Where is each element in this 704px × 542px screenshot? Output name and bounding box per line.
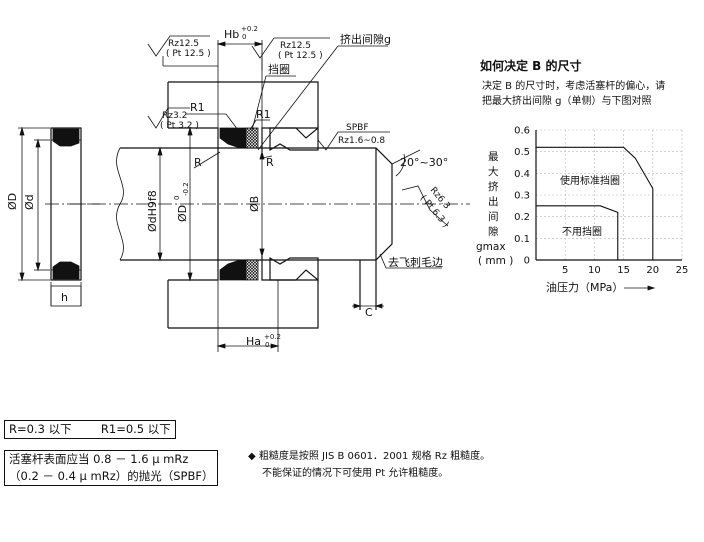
surface-line-1: 活塞杆表面应当 0.8 － 1.6 μ mRz [9,452,189,466]
roughness-symbol-spbf [317,131,390,151]
wiper-top [269,126,319,152]
ylabel-unit-1: gmax [476,241,506,253]
ylabel-char-2: 挤 [488,180,499,193]
r1-a: R1 [190,101,205,114]
d-tol-label: ØD [176,205,189,222]
chart-xlabel: 油压力（MPa） [546,280,623,294]
chart-series [536,146,654,260]
tolerance-box: R=0.3 以下 R1=0.5 以下 [4,420,176,439]
x-tick-label-0: 5 [562,265,568,276]
ylabel-char-5: 隙 [488,225,499,238]
roughness-symbol-b [251,37,330,59]
pt125-b: ( Pt 12.5 ) [278,51,323,61]
extrusion-chart: 如何决定 B 的尺寸 决定 B 的尺寸时，考虑活塞杆的偏心，请 把最大挤出间隙 … [476,58,688,294]
x-tick-label-1: 10 [588,265,601,276]
x-tick-label-3: 20 [646,265,659,276]
annot-none: 不用挡圈 [562,225,602,238]
ha-tol-up: +0.2 [264,333,281,341]
x-tick-label-2: 15 [617,265,630,276]
chart-axes [535,130,682,261]
installation-drawing: ØdH9f8 ØD 0 -0.2 ØB Hb +0.2 0 Ha +0.2 0 … [70,25,470,352]
annot-standard: 使用标准挡圈 [560,174,620,187]
dh9f8-label: ØdH9f8 [146,190,159,232]
seal-lip-top [52,128,80,147]
y-tick-label-6: 0.6 [514,126,530,137]
ylabel-unit-2: ( mm ) [478,255,513,267]
chart-title: 如何决定 B 的尺寸 [480,58,582,73]
rz125-b: Rz12.5 [280,41,311,51]
pt32: ( Pt 3.2 ) [160,121,199,131]
chart-ylabel: 最 大 挤 出 间 隙 gmax ( mm ) [476,151,513,267]
seal-cross-section: ØD Ød h [6,126,100,307]
y-tick-label-3: 0.3 [514,191,530,202]
tol-r: R=0.3 以下 [9,422,72,436]
backup-ring-top [245,127,259,149]
y-tick-label-4: 0.4 [514,169,530,180]
chart-ticks: 5 10 15 20 25 0 0.1 0.2 0.3 0.4 0.5 0.6 [514,126,688,277]
y-tick-label-0: 0 [524,256,530,267]
seal-lip-bottom [52,261,80,280]
rz16-08: Rz1.6~0.8 [338,136,385,146]
series-line-0 [536,146,654,260]
seal-top [219,127,249,149]
r-b: R [266,156,274,169]
backup-ring-label: 挡圈 [268,62,290,76]
ylabel-char-1: 大 [488,165,499,178]
ylabel-char-4: 间 [488,210,499,223]
hb-label: Hb [224,28,239,41]
seal-bottom [219,259,249,281]
surface-finish-box: 活塞杆表面应当 0.8 － 1.6 μ mRz （0.2 － 0.4 μ mRz… [4,450,219,486]
extrusion-gap-leader [257,45,339,151]
spbf-label: SPBF [346,123,369,133]
wiper-bottom [269,256,319,282]
d-tol-lo: -0.2 [182,182,190,196]
roughness-symbol-a [147,35,210,57]
footnote-line-2: 不能保证的情况下可使用 Pt 允许粗糙度。 [262,468,449,479]
ylabel-char-3: 出 [488,195,499,208]
backup-ring-bottom [245,259,259,281]
id-label: Ød [23,194,36,210]
roughness-symbol-c [147,107,190,129]
y-tick-label-1: 0.1 [514,234,530,245]
deburr-label: 去飞刺毛边 [388,256,443,269]
ha-tol-lo: 0 [265,341,269,349]
c-label: C [365,306,373,319]
hb-tol-lo: 0 [242,33,246,41]
rz32: Rz3.2 [162,111,187,121]
d-tol-up: 0 [173,196,181,200]
rz125-a: Rz12.5 [168,39,199,49]
chart-desc-2: 把最大挤出间隙 g（单侧）与下图对照 [482,94,652,107]
angle-label: 20°~30° [400,156,448,169]
ylabel-char-0: 最 [488,151,499,163]
roughness-symbol-d [401,185,449,227]
chart-grid [536,129,683,260]
r-a: R [194,156,202,169]
footnote: ◆ 粗糙度是按照 JIS B 0601．2001 规格 Rz 粗糙度。 不能保证… [248,448,490,482]
y-tick-label-5: 0.5 [514,147,530,158]
ha-label: Ha [246,335,261,348]
y-tick-label-2: 0.2 [514,212,530,223]
tol-r1: R1=0.5 以下 [100,422,171,436]
series-line-1 [536,205,619,260]
extrusion-gap-label: 挤出间隙g [340,32,391,46]
hb-tol-up: +0.2 [241,25,258,33]
od-label: ØD [6,193,19,210]
r1-b: R1 [256,108,271,121]
chart-desc-1: 决定 B 的尺寸时，考虑活塞杆的偏心，请 [482,79,665,92]
footnote-line-1: ◆ 粗糙度是按照 JIS B 0601．2001 规格 Rz 粗糙度。 [248,451,491,462]
h-label: h [61,291,68,304]
x-tick-label-4: 25 [676,265,689,276]
ob-label: ØB [248,196,261,212]
pt125-a: ( Pt 12.5 ) [166,49,211,59]
surface-line-2: （0.2 － 0.4 μ mRz）的抛光（SPBF） [9,469,214,483]
